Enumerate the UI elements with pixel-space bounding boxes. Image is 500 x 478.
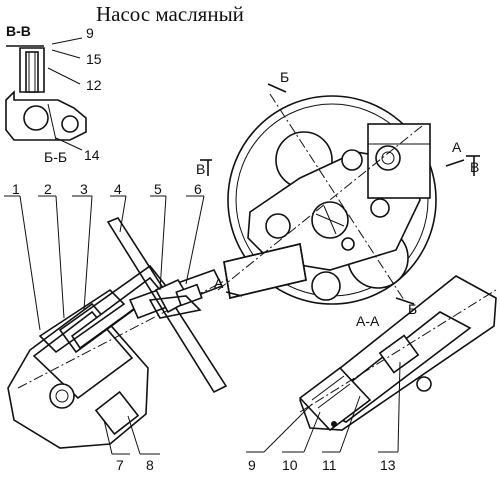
label-a-left: А (214, 275, 224, 291)
label-b-top: Б (280, 69, 289, 85)
label-section-aa: А-А (356, 313, 380, 329)
callout-13: 13 (380, 457, 396, 473)
callout-7: 7 (116, 457, 124, 473)
callout-15: 15 (86, 51, 102, 67)
callouts-left: 1 2 3 4 5 6 7 8 (4, 181, 205, 473)
label-b-bottom: Б (408, 301, 417, 317)
callout-8: 8 (146, 457, 154, 473)
section-vv-view: В-В (5, 23, 87, 151)
callout-3: 3 (80, 181, 88, 197)
callout-2: 2 (44, 181, 52, 197)
section-mark-v-left: В (196, 159, 212, 177)
callouts-bottom-right: 9 10 11 13 (246, 361, 401, 473)
callout-6: 6 (194, 181, 202, 197)
callout-1: 1 (12, 181, 20, 197)
callout-11: 11 (322, 457, 337, 473)
label-section-bb: Б-Б (44, 149, 67, 165)
callout-5: 5 (154, 181, 162, 197)
callout-4: 4 (114, 181, 122, 197)
label-a-right: А (452, 139, 462, 155)
callout-14: 14 (84, 147, 100, 163)
page-title: Насос масляный (96, 2, 244, 26)
section-aa-view (298, 275, 497, 432)
callout-10: 10 (282, 457, 298, 473)
callout-9-top: 9 (86, 25, 94, 41)
section-marks-circle: Б Б А А В А-А (214, 69, 480, 329)
callout-12: 12 (86, 77, 102, 93)
pump-body-assembly (7, 217, 231, 449)
label-v-left: В (196, 161, 205, 177)
label-section-vv: В-В (6, 23, 31, 39)
callouts-section-vv: 9 15 12 14 Б-Б (44, 25, 102, 165)
pump-front-view (217, 93, 437, 305)
callout-9-bottom: 9 (248, 457, 256, 473)
